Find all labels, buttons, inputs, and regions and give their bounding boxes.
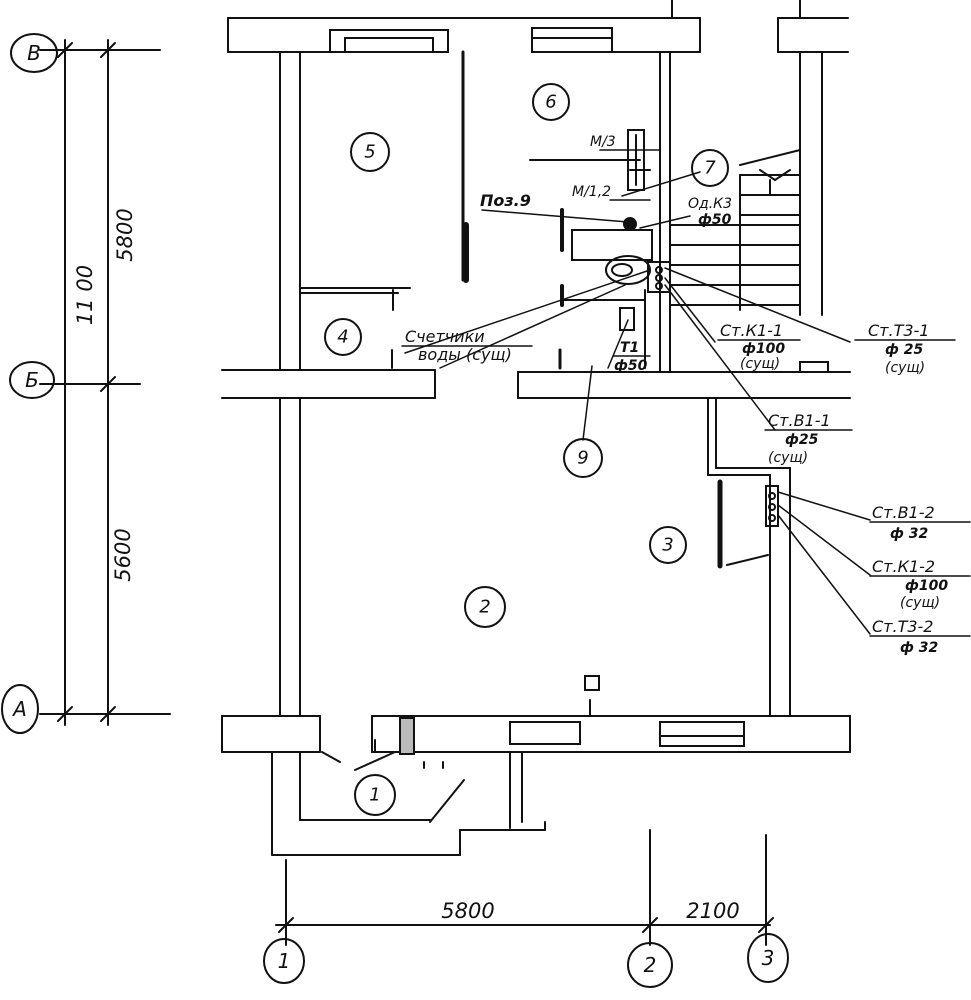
label-underlines [401,339,971,637]
axis-col-3: 3 [762,946,775,970]
dim-horizontal-1-2: 5800 [441,899,494,923]
dim-horizontal-2-3: 2100 [686,899,739,923]
label-stt31-existing: (сущ) [885,360,925,376]
room-number-9: 9 [577,448,588,469]
room-number-5: 5 [364,142,375,163]
label-stb11-existing: (сущ) [768,450,808,466]
label-stb11-diam: ф25 [785,432,819,448]
axis-col-2: 2 [644,953,657,977]
interior-partitions [299,50,769,717]
axis-bubbles [1,33,789,988]
vestibule-outline [271,717,546,856]
axis-col-1: 1 [278,949,291,973]
dimension-lines-left [39,39,171,726]
dim-upper-vertical: 5800 [113,208,137,261]
label-meters: Счетчики [405,327,485,346]
label-stt32-diam: ф 32 [900,640,938,656]
room-number-4: 4 [337,327,348,348]
dimension-lines-bottom [275,829,774,946]
axis-row-a: А [11,697,27,721]
room-number-3: 3 [662,535,673,556]
room-circles [324,83,729,816]
exterior-walls [221,0,851,753]
label-m12: М/1,2 [572,184,611,200]
label-stt31-diam: ф 25 [885,342,924,358]
dim-total-vertical: 11 00 [73,265,97,325]
label-stb11: Ст.В1-1 [768,411,831,430]
axis-row-b: Б [25,368,39,392]
leader-lines [404,149,871,635]
label-t1: Т1 [620,340,639,356]
label-stt32: Ст.Т3-2 [872,617,933,636]
label-poz9: Поз.9 [480,191,531,210]
room-number-6: 6 [545,92,556,113]
label-stk11: Ст.К1-1 [720,321,783,340]
room-number-1: 1 [369,785,380,806]
label-stb12: Ст.В1-2 [872,503,935,522]
label-t1-diam: ф50 [614,358,648,374]
label-stk11-existing: (сущ) [740,356,780,372]
axis-row-v: В [27,41,41,65]
label-odk3: Од.К3 [688,196,732,212]
label-meters-existing: воды (сущ) [418,345,512,364]
label-stt31: Ст.Т3-1 [868,321,929,340]
room-number-2: 2 [479,597,490,618]
label-m13: М/3 [590,134,616,150]
staircase [669,149,829,373]
label-stk12-diam: ф100 [905,578,948,594]
label-stk11-diam: ф100 [742,341,785,357]
dim-lower-vertical: 5600 [111,528,135,581]
label-stb12-diam: ф 32 [890,526,928,542]
label-stk12-existing: (сущ) [900,595,940,611]
label-stk12: Ст.К1-2 [872,557,935,576]
label-odk3-diam: ф50 [698,212,732,228]
room-number-7: 7 [704,158,716,179]
